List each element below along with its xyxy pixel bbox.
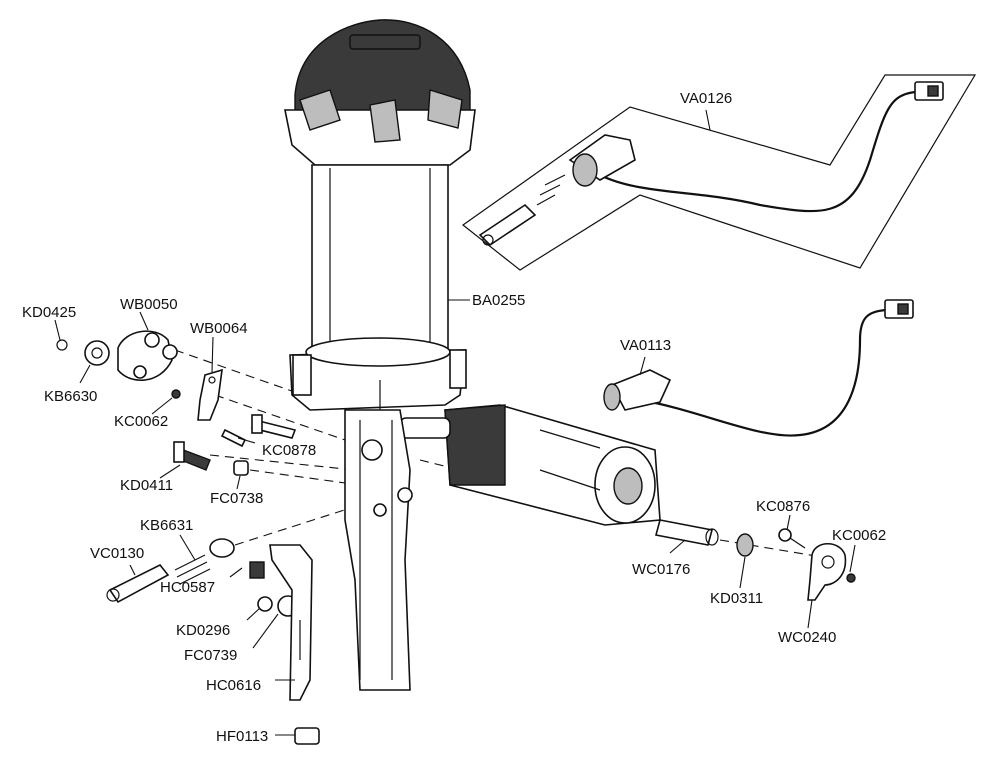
leader-lines bbox=[54, 109, 856, 736]
label-kc0878: KC0878 bbox=[262, 442, 316, 459]
label-hc0587: HC0587 bbox=[160, 579, 215, 596]
label-kb6631: KB6631 bbox=[140, 517, 193, 534]
label-kd0425: KD0425 bbox=[22, 304, 76, 321]
label-kc0062-left: KC0062 bbox=[114, 413, 168, 430]
label-kc0876: KC0876 bbox=[756, 498, 810, 515]
label-kd0311: KD0311 bbox=[710, 590, 763, 607]
label-wc0240: WC0240 bbox=[778, 629, 836, 646]
label-hf0113: HF0113 bbox=[216, 728, 268, 745]
label-hc0616: HC0616 bbox=[206, 677, 261, 694]
label-ba0255: BA0255 bbox=[472, 292, 525, 309]
right-small-parts bbox=[655, 519, 856, 601]
left-small-parts bbox=[56, 330, 297, 476]
label-wc0176: WC0176 bbox=[632, 561, 690, 578]
valve-va0113 bbox=[603, 299, 914, 437]
label-wb0064: WB0064 bbox=[190, 320, 248, 337]
label-fc0739: FC0739 bbox=[184, 647, 237, 664]
label-va0113: VA0113 bbox=[620, 337, 671, 354]
va0126-inset-panel bbox=[461, 74, 977, 271]
label-vc0130: VC0130 bbox=[90, 545, 144, 562]
label-kd0296: KD0296 bbox=[176, 622, 230, 639]
label-va0126: VA0126 bbox=[680, 90, 732, 107]
label-kb6630: KB6630 bbox=[44, 388, 97, 405]
label-kc0062-right: KC0062 bbox=[832, 527, 886, 544]
label-kd0411: KD0411 bbox=[120, 477, 173, 494]
center-frame bbox=[344, 409, 413, 691]
label-wb0050: WB0050 bbox=[120, 296, 178, 313]
motor-ba0255 bbox=[284, 19, 476, 420]
drive-motor bbox=[399, 404, 661, 526]
lower-left-parts bbox=[106, 538, 320, 745]
label-fc0738: FC0738 bbox=[210, 490, 263, 507]
part-labels: VA0126 BA0255 KD0425 WB0050 WB0064 KB663… bbox=[22, 90, 886, 745]
